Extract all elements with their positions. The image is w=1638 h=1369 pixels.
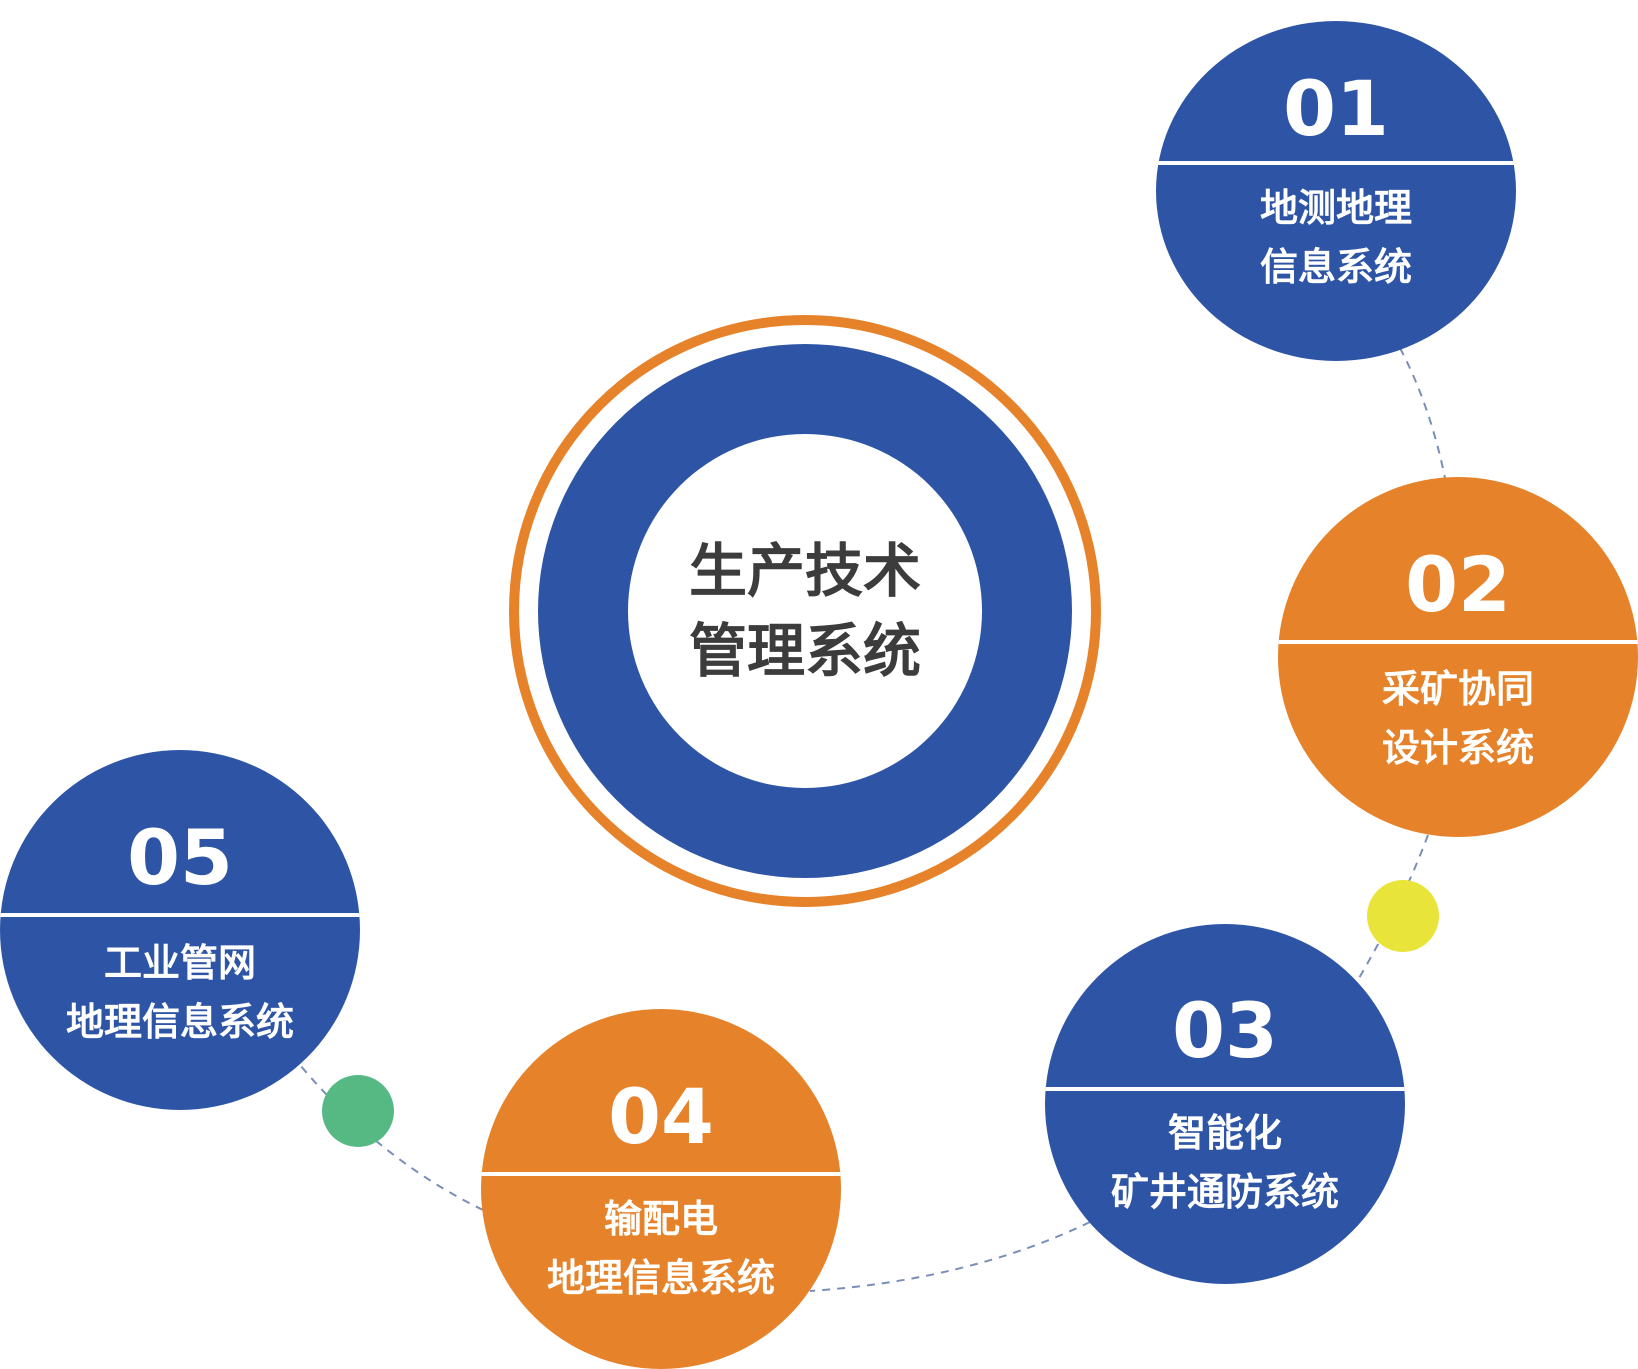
node-04-label-line2: 地理信息系统 [546, 1256, 775, 1300]
node-01-label-line1: 地测地理 [1259, 186, 1412, 230]
node-03-label-line2: 矿井通防系统 [1110, 1170, 1339, 1214]
center-inner-disc [628, 434, 982, 788]
node-03: 03 智能化 矿井通防系统 [1045, 924, 1405, 1284]
center-title-line1: 生产技术 [688, 537, 921, 605]
node-02-divider [1278, 640, 1638, 644]
node-01-number: 01 [1283, 64, 1389, 153]
node-03-divider [1045, 1087, 1405, 1091]
node-05-label: 工业管网 地理信息系统 [0, 934, 360, 1052]
center-title-line2: 管理系统 [688, 617, 921, 685]
yellow-dot [1367, 880, 1439, 952]
node-02-label-line2: 设计系统 [1381, 726, 1534, 770]
node-02: 02 采矿协同 设计系统 [1278, 477, 1638, 837]
node-01-label-line2: 信息系统 [1259, 245, 1412, 289]
connector-03-04 [809, 1221, 1091, 1292]
node-02-label-line1: 采矿协同 [1381, 667, 1534, 711]
node-04: 04 输配电 地理信息系统 [481, 1009, 841, 1369]
node-04-number: 04 [608, 1072, 714, 1161]
node-05: 05 工业管网 地理信息系统 [0, 750, 360, 1110]
node-03-number: 03 [1172, 986, 1278, 1075]
node-03-label-line1: 智能化 [1167, 1111, 1282, 1155]
center-title: 生产技术 管理系统 [605, 531, 1005, 691]
connector-02-03 [1351, 834, 1429, 991]
node-05-divider [0, 913, 360, 917]
node-05-number: 05 [127, 813, 233, 902]
connector-04-05 [299, 1064, 484, 1211]
green-dot [322, 1075, 394, 1147]
node-04-label: 输配电 地理信息系统 [481, 1190, 841, 1308]
node-01-label: 地测地理 信息系统 [1156, 179, 1516, 297]
node-05-label-line2: 地理信息系统 [65, 1000, 294, 1044]
node-03-label: 智能化 矿井通防系统 [1045, 1104, 1405, 1222]
node-01-divider [1156, 161, 1516, 165]
connector-01-02 [1399, 347, 1446, 479]
node-04-divider [481, 1172, 841, 1176]
node-02-number: 02 [1405, 540, 1511, 629]
node-04-label-line1: 输配电 [603, 1197, 718, 1241]
node-01: 01 地测地理 信息系统 [1156, 21, 1516, 361]
node-05-label-line1: 工业管网 [103, 941, 256, 985]
node-02-label: 采矿协同 设计系统 [1278, 660, 1638, 778]
center-outer-ring [509, 315, 1101, 907]
